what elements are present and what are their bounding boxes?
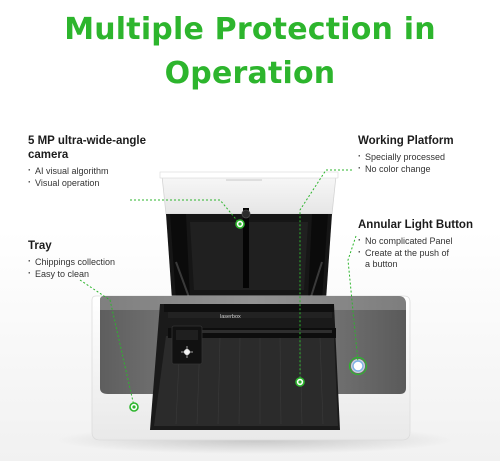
bullet-item: Specially processed bbox=[358, 151, 488, 164]
bullet-item: Create at the push of bbox=[358, 247, 494, 260]
headline-line-2: Operation bbox=[164, 56, 336, 91]
callout-camera-title-line-1: 5 MP ultra-wide-angle bbox=[28, 135, 147, 147]
callout-tray: Tray Chippings collection Easy to clean bbox=[28, 239, 158, 280]
indicator-dots bbox=[129, 219, 368, 412]
callout-annular-light-button: Annular Light Button No complicated Pane… bbox=[358, 218, 494, 271]
bullet-item: No color change bbox=[358, 163, 488, 176]
bullet-item: Easy to clean bbox=[28, 268, 158, 281]
callout-working-platform: Working Platform Specially processed No … bbox=[358, 134, 488, 175]
annular-light-button[interactable] bbox=[351, 359, 365, 373]
bullet-item: Visual operation bbox=[28, 177, 188, 190]
callout-camera-bullets: AI visual algorithm Visual operation bbox=[28, 165, 188, 190]
callout-platform-title: Working Platform bbox=[358, 135, 454, 147]
bullet-item: No complicated Panel bbox=[358, 235, 494, 248]
bullet-item: Chippings collection bbox=[28, 256, 158, 269]
headline-line-1: Multiple Protection in bbox=[64, 12, 436, 47]
callout-camera-title: 5 MP ultra-wide-angle camera bbox=[28, 134, 188, 162]
headline: Multiple Protection in Operation bbox=[0, 8, 500, 96]
bullet-item-continued: a button bbox=[365, 259, 398, 269]
callout-camera-title-line-2: camera bbox=[28, 149, 69, 161]
callout-tray-title: Tray bbox=[28, 240, 52, 252]
device-brand: laserbox bbox=[220, 314, 241, 320]
callout-light-bullets: No complicated Panel Create at the push … bbox=[358, 235, 494, 271]
base-body: laserbox bbox=[91, 295, 411, 441]
lid bbox=[159, 171, 339, 301]
callout-camera: 5 MP ultra-wide-angle camera AI visual a… bbox=[28, 134, 188, 189]
bullet-item: AI visual algorithm bbox=[28, 165, 188, 178]
callout-platform-bullets: Specially processed No color change bbox=[358, 151, 488, 176]
leader-lines bbox=[79, 169, 359, 407]
callout-light-title: Annular Light Button bbox=[358, 219, 473, 231]
callout-tray-bullets: Chippings collection Easy to clean bbox=[28, 256, 158, 281]
